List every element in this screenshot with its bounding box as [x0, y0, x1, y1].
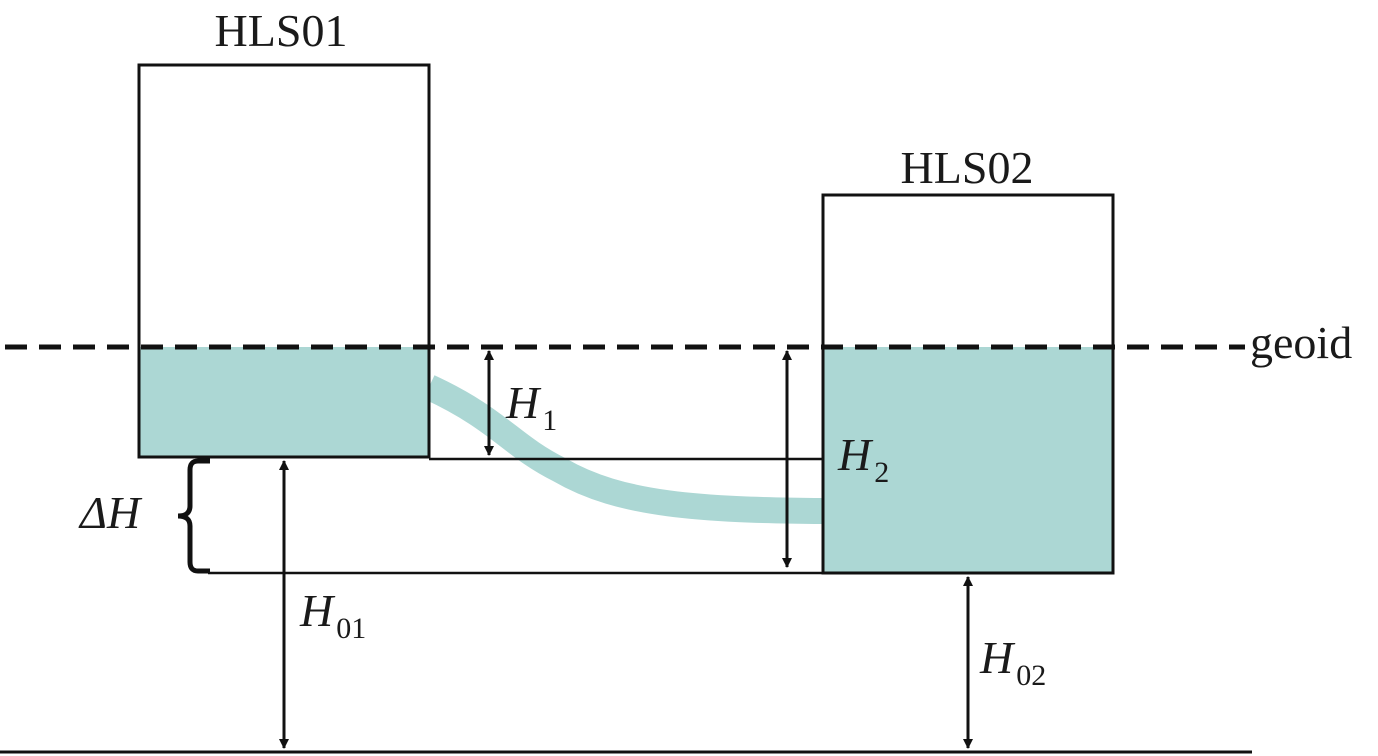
hls01-title: HLS01: [215, 5, 348, 56]
hls02-title: HLS02: [901, 142, 1034, 193]
hls01-liquid: [139, 347, 429, 457]
hls02-box: [821, 193, 1115, 575]
hls02-liquid: [823, 347, 1113, 573]
geoid-label: geoid: [1250, 317, 1352, 368]
hls01-box: [137, 63, 431, 459]
delta-h-brace: [177, 458, 210, 574]
delta-h-label: ΔH: [78, 487, 143, 538]
